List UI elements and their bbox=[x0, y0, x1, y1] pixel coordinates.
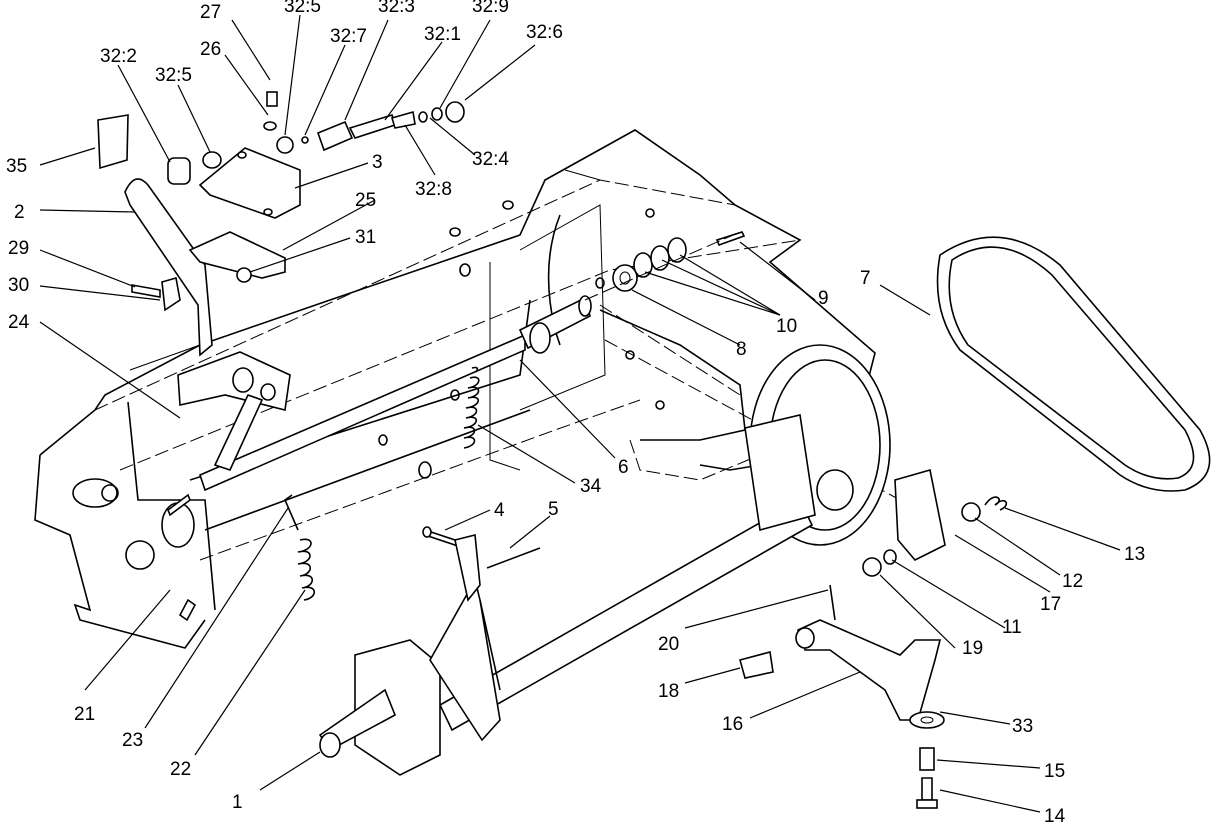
callout-33: 33 bbox=[1012, 716, 1033, 737]
callout-32-9: 32:9 bbox=[472, 0, 509, 17]
callout-5: 5 bbox=[548, 499, 559, 520]
cable-assembly bbox=[167, 91, 465, 185]
callout-30: 30 bbox=[8, 275, 29, 296]
drive-belt bbox=[936, 236, 1211, 492]
pivot-arm bbox=[739, 584, 945, 809]
callout-3: 3 bbox=[372, 152, 383, 173]
shaft bbox=[199, 295, 592, 492]
small-hardware bbox=[125, 267, 1008, 622]
callout-6: 6 bbox=[618, 457, 629, 478]
callout-35: 35 bbox=[6, 156, 27, 177]
handle-lever bbox=[97, 114, 291, 471]
callout-24: 24 bbox=[8, 312, 30, 333]
bracket-plate bbox=[198, 147, 301, 219]
callout-26: 26 bbox=[200, 39, 221, 60]
callout-32-1: 32:1 bbox=[424, 24, 461, 45]
callout-16: 16 bbox=[722, 714, 743, 735]
callout-32-7: 32:7 bbox=[330, 26, 367, 47]
callout-7: 7 bbox=[860, 268, 871, 289]
callout-12: 12 bbox=[1062, 571, 1083, 592]
callout-21: 21 bbox=[74, 704, 95, 725]
callout-14: 14 bbox=[1044, 806, 1066, 827]
callout-23: 23 bbox=[122, 730, 143, 751]
callout-9: 9 bbox=[818, 288, 829, 309]
callout-31: 31 bbox=[355, 227, 376, 248]
callout-25: 25 bbox=[355, 190, 376, 211]
callout-32-8: 32:8 bbox=[415, 179, 452, 200]
callout-1: 1 bbox=[232, 792, 243, 813]
callout-32-5a: 32:5 bbox=[284, 0, 321, 17]
callout-labels: 1 2 3 4 5 6 7 8 9 10 11 12 13 14 15 16 1… bbox=[6, 0, 1145, 827]
callout-32-3: 32:3 bbox=[378, 0, 415, 17]
callout-29: 29 bbox=[8, 238, 29, 259]
callout-10: 10 bbox=[776, 316, 797, 337]
callout-32-5b: 32:5 bbox=[155, 65, 192, 86]
spring-34 bbox=[463, 366, 480, 449]
callout-11: 11 bbox=[1002, 617, 1022, 638]
callout-22: 22 bbox=[170, 759, 191, 780]
clevis-pin bbox=[422, 526, 541, 691]
lower-axle bbox=[318, 414, 816, 776]
callout-2: 2 bbox=[14, 202, 25, 223]
callout-17: 17 bbox=[1040, 594, 1061, 615]
leader-lines bbox=[39, 14, 1121, 813]
callout-20: 20 bbox=[658, 634, 679, 655]
washer-stack bbox=[584, 231, 746, 301]
callout-34: 34 bbox=[580, 476, 602, 497]
spring-22 bbox=[284, 494, 316, 601]
callout-4: 4 bbox=[494, 500, 505, 521]
callout-8: 8 bbox=[736, 339, 747, 360]
callout-32-6: 32:6 bbox=[526, 22, 563, 43]
callout-13: 13 bbox=[1124, 544, 1145, 565]
callout-27: 27 bbox=[200, 2, 221, 23]
callout-15: 15 bbox=[1044, 761, 1065, 782]
callout-32-2: 32:2 bbox=[100, 46, 137, 67]
callout-32-4: 32:4 bbox=[472, 149, 509, 170]
callout-18: 18 bbox=[658, 681, 679, 702]
callout-19: 19 bbox=[962, 638, 983, 659]
